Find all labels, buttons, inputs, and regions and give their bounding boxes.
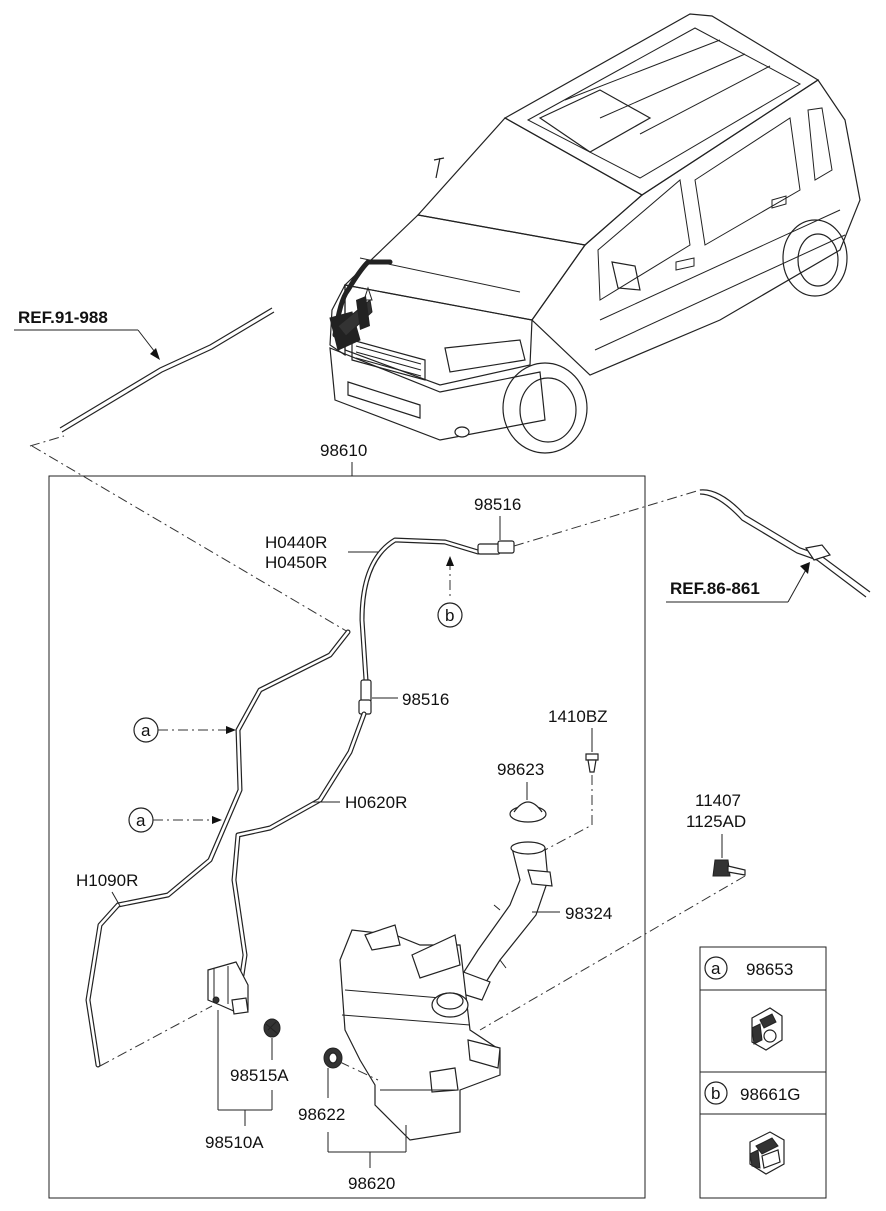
filter-98515a-label: 98515A	[230, 1066, 289, 1085]
ref-left-hose	[59, 307, 273, 429]
callout-a-markers: a a	[128, 717, 236, 833]
ref-left-label: REF.91-988	[18, 308, 108, 327]
legend-b-letter: b	[711, 1084, 720, 1103]
callout-a-arrow-lower-icon	[212, 816, 222, 824]
bolt-1125ad-icon	[712, 859, 731, 877]
reservoir-98620: 98620	[327, 924, 501, 1193]
legend-a-letter: a	[711, 959, 721, 978]
clip-98661g-icon	[749, 1131, 785, 1175]
callout-b-letter: b	[445, 606, 454, 625]
assembly-label: 98610	[320, 441, 367, 460]
ref-left-arrow-icon	[150, 348, 160, 360]
ref-right-label: REF.86-861	[670, 579, 760, 598]
filler-neck-98324: 98324	[449, 841, 612, 1001]
ref-91-988-group: REF.91-988	[14, 307, 275, 447]
legend-a-part: 98653	[746, 960, 793, 979]
connector-top-label: 98516	[474, 495, 521, 514]
clip-98653-icon	[751, 1007, 783, 1051]
dashed-leader-ref-left	[31, 445, 349, 633]
hose-h1090r-group: H1090R	[76, 629, 351, 1068]
assembly-98610: 98610	[31, 441, 646, 1199]
callout-a-letter-lower: a	[136, 811, 146, 830]
callout-a-arrow-upper-icon	[226, 726, 236, 734]
callout-b-circle	[437, 602, 463, 628]
reservoir-98620-label: 98620	[348, 1174, 395, 1193]
ref-86-861-group: REF.86-861	[666, 489, 871, 603]
hose-h0620r-label: H0620R	[345, 793, 407, 812]
legend-b-circle	[704, 1081, 728, 1105]
bolt-11407-group: 11407 1125AD	[479, 791, 746, 1031]
bolt-11407-label: 11407	[695, 791, 741, 810]
pump-98510a-group: 98510A	[205, 961, 273, 1152]
bolt-1125ad-label: 1125AD	[686, 812, 746, 831]
hose-h0450r-label: H0450R	[265, 553, 327, 572]
grommet-98622-group: 98622	[298, 1047, 379, 1124]
pump-98510a-label: 98510A	[205, 1133, 264, 1152]
hose-h0440r-label: H0440R	[265, 533, 327, 552]
connector-mid-label: 98516	[402, 690, 449, 709]
bolt-1410bz-icon	[585, 753, 599, 761]
connector-mid	[360, 679, 372, 703]
legend-a-circle	[704, 956, 728, 980]
legend-table: a 98653 b 98661G	[699, 946, 827, 1199]
vehicle-illustration	[329, 13, 861, 454]
filter-98515a-group: 98515A	[230, 1018, 289, 1085]
mid-hose-group: 98516 H0620R	[231, 679, 449, 978]
cap-98623-group: 98623	[497, 760, 547, 823]
connector-top	[477, 543, 501, 555]
hose-h1090r-label: H1090R	[76, 871, 138, 890]
grommet-98622-label: 98622	[298, 1105, 345, 1124]
assembly-box	[48, 475, 646, 1199]
filler-98324-label: 98324	[565, 904, 612, 923]
ref-right-arrow-icon	[800, 562, 810, 574]
cap-98623-label: 98623	[497, 760, 544, 779]
callout-b-arrow-icon	[446, 556, 454, 566]
legend-b-part: 98661G	[740, 1085, 801, 1104]
bolt-1410bz-group: 1410BZ	[544, 707, 608, 851]
bolt-1410bz-label: 1410BZ	[548, 707, 608, 726]
upper-hose-group: H0440R H0450R 98516 b	[265, 489, 701, 683]
callout-a-letter-upper: a	[141, 721, 151, 740]
